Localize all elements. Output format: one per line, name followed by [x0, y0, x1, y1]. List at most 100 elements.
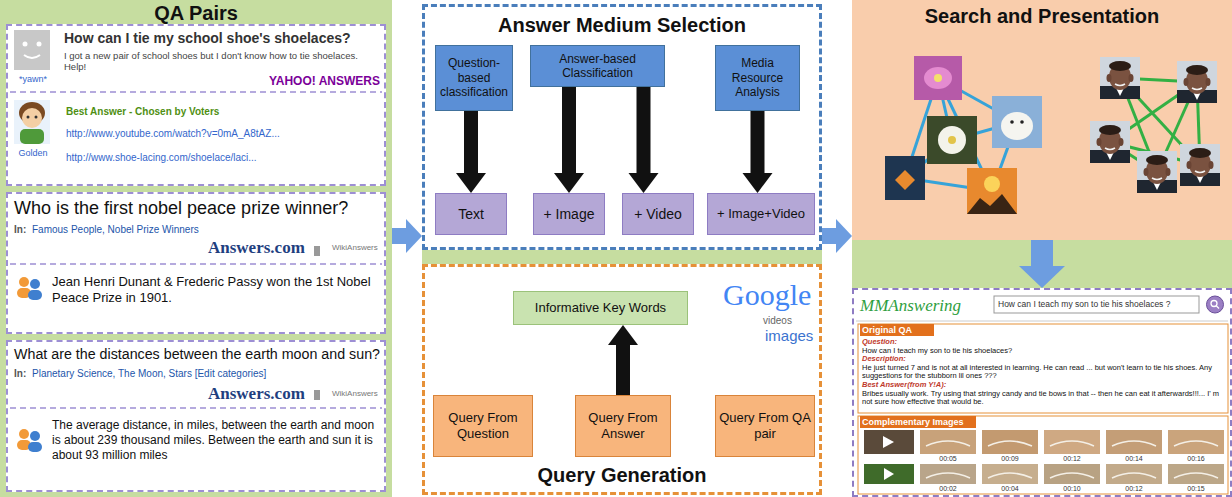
photo-thumb — [927, 116, 977, 164]
wiki-icon — [314, 390, 320, 400]
connector-arrow — [392, 219, 422, 253]
box-label: + Video — [634, 206, 682, 223]
field-text: How can I teach my son to tie his shoela… — [862, 347, 1222, 356]
search-engine-logo: images — [765, 327, 817, 345]
flower-shape — [948, 136, 956, 144]
panel-title: Search and Presentation — [852, 4, 1232, 28]
avatar-mouth — [24, 55, 40, 58]
person-icon — [30, 431, 40, 441]
photo-thumb — [914, 56, 962, 100]
connector-arrow — [456, 111, 486, 193]
user-avatar — [14, 30, 50, 70]
flower-shape — [938, 126, 966, 154]
site-logo: WikiAnswers — [332, 389, 382, 399]
arrow-shaft — [822, 228, 837, 244]
section-title: Complementary Images — [862, 417, 974, 427]
avatar-shirt — [20, 129, 44, 144]
video-frame — [1044, 430, 1100, 454]
section-frame — [858, 324, 1228, 413]
face-photo — [1100, 57, 1140, 99]
face-photo — [1180, 144, 1220, 186]
dog-eye — [1010, 120, 1014, 124]
avatar-eye — [35, 116, 38, 119]
dog-eye — [1020, 120, 1024, 124]
timestamp: 00:02 — [920, 485, 976, 493]
timestamp: 00:12 — [1044, 455, 1100, 463]
timestamp: 00:05 — [920, 455, 976, 463]
category-label: In: — [14, 368, 32, 380]
flower-shape — [924, 67, 952, 89]
butterfly-shape — [895, 170, 915, 190]
search-engine-logo: Google — [723, 277, 817, 313]
field-text: He just turned 7 and is not at all inter… — [862, 364, 1224, 381]
site-logo: Answers.com — [208, 384, 318, 404]
medium-box: + Image — [533, 193, 605, 235]
person-icon — [30, 279, 40, 289]
medium-box: + Video — [622, 193, 694, 235]
search-button — [1207, 296, 1224, 313]
shoelace-line — [926, 441, 1218, 446]
search-query: How can I teach my son to tie his shoela… — [998, 299, 1196, 309]
query-box: Query From Question — [433, 395, 533, 457]
connector-arrow — [1019, 240, 1065, 288]
box-label: + Image+Video — [717, 206, 805, 222]
header-rule — [856, 321, 1228, 322]
search-engine-logo: videos — [763, 315, 815, 327]
stage-title: Query Generation — [425, 463, 819, 487]
box-label: Question-based classification — [439, 56, 509, 99]
video-thumb — [864, 464, 914, 484]
person-icon — [28, 442, 42, 452]
photo-thumb — [992, 96, 1042, 148]
field-label: Question: — [862, 338, 1222, 347]
process-box: Informative Key Words — [513, 291, 688, 325]
search-glyph — [1216, 306, 1219, 309]
field-label: Best Answer(from Y!A): — [862, 381, 1222, 390]
connector-arrow — [629, 87, 659, 193]
site-logo: WikiAnswers — [332, 243, 382, 253]
box-label: Text — [458, 206, 484, 223]
field-text: Bribes usually work. Try using that stri… — [862, 390, 1224, 407]
video-frame — [1106, 430, 1162, 454]
panel: QA PairsHow can I tie my school shoe's s… — [0, 0, 392, 497]
separator-line — [10, 263, 382, 265]
app-logo: MMAnswering — [860, 296, 990, 316]
video-frame — [982, 430, 1038, 454]
timestamp: 00:09 — [982, 455, 1038, 463]
shoelace-line — [926, 473, 1218, 478]
timestamp: 00:15 — [1168, 485, 1224, 493]
connector-arrow — [822, 219, 852, 253]
answer-heading: Best Answer - Chosen by Voters — [66, 106, 382, 118]
arrow-shaft — [1031, 240, 1053, 267]
avatar-face — [22, 108, 42, 128]
timestamp: 00:16 — [1168, 455, 1224, 463]
arrow-shaft — [464, 111, 478, 174]
play-icon — [884, 468, 894, 480]
face-photo — [1090, 121, 1130, 163]
stage-frame: Answer Medium SelectionQuestion-based cl… — [422, 4, 822, 250]
process-box: Media Resource Analysis — [715, 45, 800, 111]
screenshot-panel: MMAnsweringHow can I teach my son to tie… — [852, 288, 1232, 497]
arrow-head — [608, 325, 638, 345]
section-tab — [860, 324, 934, 336]
medium-box: + Image+Video — [707, 193, 815, 235]
section-tab — [860, 416, 976, 428]
photo-thumb — [885, 156, 925, 200]
timestamp: 00:04 — [982, 485, 1038, 493]
person-icon — [28, 290, 42, 300]
box-label: Media Resource Analysis — [719, 56, 796, 99]
answer-text: Jean Henri Dunant & Frederic Passy won t… — [52, 274, 380, 306]
video-frame — [1044, 464, 1100, 484]
person-icon — [19, 429, 29, 439]
arrow-shaft — [392, 228, 407, 244]
site-logo: Answers.com — [208, 238, 318, 258]
arrow-head — [1019, 266, 1065, 288]
qa-card: Who is the first nobel peace prize winne… — [6, 192, 386, 334]
video-frame — [1106, 464, 1162, 484]
question-text: What are the distances between the earth… — [14, 346, 380, 363]
connector-arrow — [743, 111, 773, 193]
timestamp: 00:10 — [1044, 485, 1100, 493]
user-name: Golden — [8, 148, 58, 159]
box-label: Query From Question — [437, 410, 529, 441]
panel-fill — [6, 340, 386, 492]
